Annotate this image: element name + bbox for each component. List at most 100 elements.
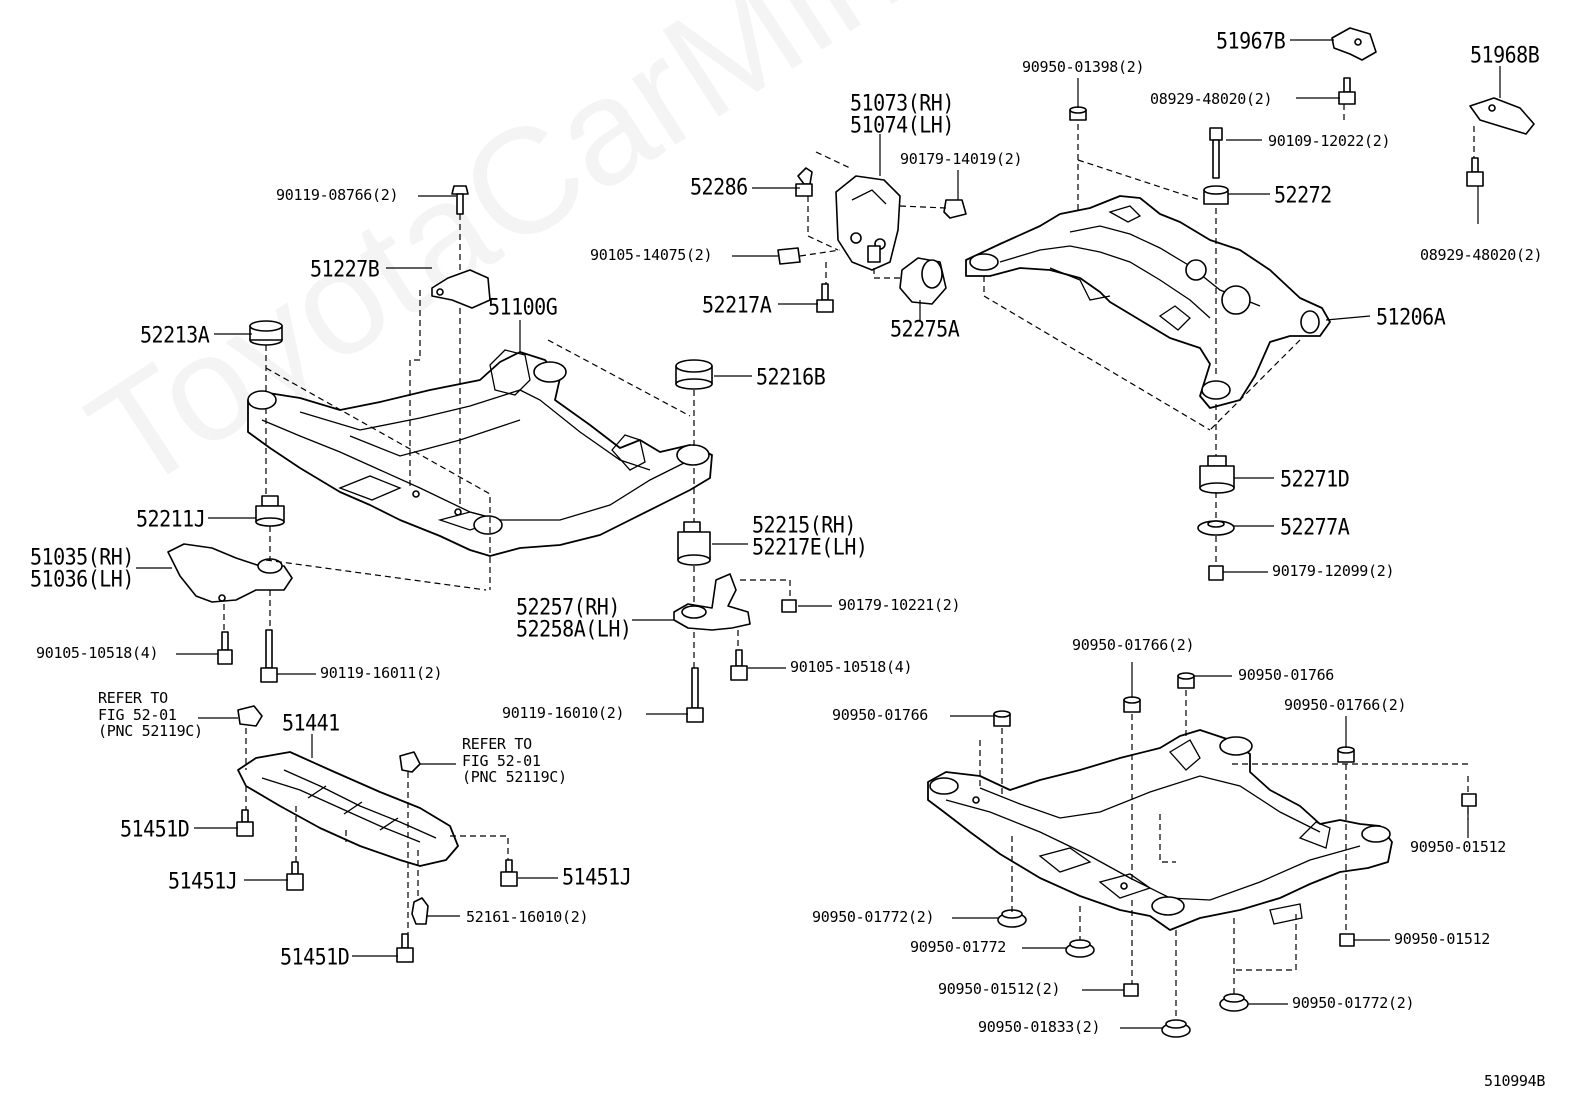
bolt-52217A xyxy=(816,283,834,313)
washer-52277A xyxy=(1197,520,1235,536)
label-90105-10518-b: 90105-10518(4) xyxy=(790,658,913,676)
label-52275A: 52275A xyxy=(890,315,960,343)
label-51073-rh: 51073(RH) xyxy=(850,89,954,117)
label-90950-01772-c: 90950-01772(2) xyxy=(1292,994,1415,1012)
stopper-90950-01766-d xyxy=(1337,746,1355,763)
figure-code: 510994B xyxy=(1484,1072,1546,1090)
label-52271D: 52271D xyxy=(1280,465,1350,493)
leader-lines xyxy=(136,39,1501,1029)
bolt-90105-10518-b xyxy=(730,649,748,681)
label-52211J: 52211J xyxy=(136,505,206,533)
stopper-90950-01766-b xyxy=(1177,672,1195,689)
label-90950-01772-a: 90950-01772(2) xyxy=(812,908,935,926)
nut-90179-14019 xyxy=(943,199,967,219)
label-51451D-b: 51451D xyxy=(280,943,350,971)
stopper-90950-01772-c xyxy=(1219,993,1249,1012)
label-51036-lh: 51036(LH) xyxy=(30,565,134,593)
bolt-51451D-a xyxy=(236,809,254,837)
label-51967B: 51967B xyxy=(1216,27,1286,55)
bolt-51451J-a xyxy=(286,861,304,891)
engine-mount-dashes xyxy=(799,151,947,284)
label-90179-10221: 90179-10221(2) xyxy=(838,596,961,614)
label-90950-01398: 90950-01398(2) xyxy=(1022,58,1145,76)
bushing-52275A xyxy=(899,257,947,305)
label-90179-14019: 90179-14019(2) xyxy=(900,150,1023,168)
label-08929-48020-b: 08929-48020(2) xyxy=(1420,246,1543,264)
label-90179-12099: 90179-12099(2) xyxy=(1272,562,1395,580)
label-51451J-a: 51451J xyxy=(168,867,238,895)
refer-note-b: REFER TO FIG 52-01 (PNC 52119C) xyxy=(462,736,567,786)
bushing-52216B xyxy=(675,359,713,390)
label-52215: 52215(RH) 52217E(LH) xyxy=(752,514,868,561)
stopper-90950-01512-c xyxy=(1123,983,1139,997)
clip-refer-a xyxy=(237,705,263,727)
label-90950-01772-b: 90950-01772 xyxy=(910,938,1007,956)
bracket-52257 xyxy=(673,573,751,631)
rear-assembly-dashes xyxy=(983,104,1475,566)
refer-note-a-line1: REFER TO xyxy=(98,689,168,707)
refer-note-b-line3: (PNC 52119C) xyxy=(462,768,567,786)
bracket-51968B xyxy=(1469,97,1535,135)
stopper-90950-01512-a xyxy=(1461,793,1477,807)
label-51073: 51073(RH) 51074(LH) xyxy=(850,92,954,136)
refer-note-b-line2: FIG 52-01 xyxy=(462,751,541,770)
front-assembly-dashes xyxy=(223,214,791,668)
label-51100G: 51100G xyxy=(488,293,558,321)
clip-refer-b xyxy=(399,751,421,773)
label-90105-14075: 90105-14075(2) xyxy=(590,246,713,264)
label-52217E-lh: 52217E(LH) xyxy=(752,533,868,561)
refer-note-a-line3: (PNC 52119C) xyxy=(98,722,203,740)
label-51451D-a: 51451D xyxy=(120,815,190,843)
label-52277A: 52277A xyxy=(1280,513,1350,541)
engine-mount-51073 xyxy=(835,175,901,271)
bolt-90119-16010 xyxy=(686,667,704,723)
label-52216B: 52216B xyxy=(756,363,826,391)
label-52161-16010: 52161-16010(2) xyxy=(466,908,589,926)
label-52258A-lh: 52258A(LH) xyxy=(516,615,632,643)
bolt-08929-48020-b xyxy=(1466,157,1484,187)
label-90950-01833: 90950-01833(2) xyxy=(978,1018,1101,1036)
label-90105-10518-a: 90105-10518(4) xyxy=(36,644,159,662)
label-90119-08766: 90119-08766(2) xyxy=(276,186,399,204)
stopper-90950-01772-a xyxy=(997,909,1027,928)
label-51074-lh: 51074(LH) xyxy=(850,111,954,139)
label-52272: 52272 xyxy=(1274,181,1332,209)
rear-crossmember-51206A xyxy=(965,195,1331,409)
bolt-90105-14075 xyxy=(777,247,801,265)
bracket-51967B xyxy=(1331,27,1377,61)
clip-52161-16010 xyxy=(411,897,429,925)
lower-crossmember-dashes xyxy=(979,690,1469,1020)
nut-90179-12099 xyxy=(1208,565,1224,581)
refer-note-a-line2: FIG 52-01 xyxy=(98,705,177,724)
bolt-90105-10518-a xyxy=(217,631,233,665)
refer-note-b-line1: REFER TO xyxy=(462,735,532,753)
label-90950-01512-c: 90950-01512(2) xyxy=(938,980,1061,998)
nut-90179-10221 xyxy=(781,599,797,613)
bushing-52211J xyxy=(255,495,285,527)
label-51035: 51035(RH) 51036(LH) xyxy=(30,546,134,590)
under-cover-dashes xyxy=(245,728,509,934)
bolt-51451D-b xyxy=(396,933,414,963)
stopper-90950-01512-b xyxy=(1339,933,1355,947)
label-51206A: 51206A xyxy=(1376,303,1446,331)
label-90119-16011: 90119-16011(2) xyxy=(320,664,443,682)
label-51227B: 51227B xyxy=(310,255,380,283)
bolt-90119-16011 xyxy=(260,629,278,683)
label-52217A: 52217A xyxy=(702,291,772,319)
label-90109-12022: 90109-12022(2) xyxy=(1268,132,1391,150)
label-52257-rh: 52257(RH) xyxy=(516,593,620,621)
label-51035-rh: 51035(RH) xyxy=(30,543,134,571)
stud-90109-12022 xyxy=(1209,127,1223,179)
label-90950-01512-b: 90950-01512 xyxy=(1394,930,1491,948)
bushing-52271D xyxy=(1199,455,1235,494)
label-90950-01766-b: 90950-01766 xyxy=(1238,666,1335,684)
bushing-52213A xyxy=(249,320,283,346)
label-51968B: 51968B xyxy=(1470,41,1540,69)
stopper-90950-01766-a xyxy=(1123,696,1141,713)
label-52213A: 52213A xyxy=(140,321,210,349)
bolt-90119-08766 xyxy=(451,185,469,215)
front-crossmember-51100G xyxy=(247,349,713,557)
label-90119-16010: 90119-16010(2) xyxy=(502,704,625,722)
label-08929-48020-a: 08929-48020(2) xyxy=(1150,90,1273,108)
bushing-90950-01398 xyxy=(1069,106,1087,121)
